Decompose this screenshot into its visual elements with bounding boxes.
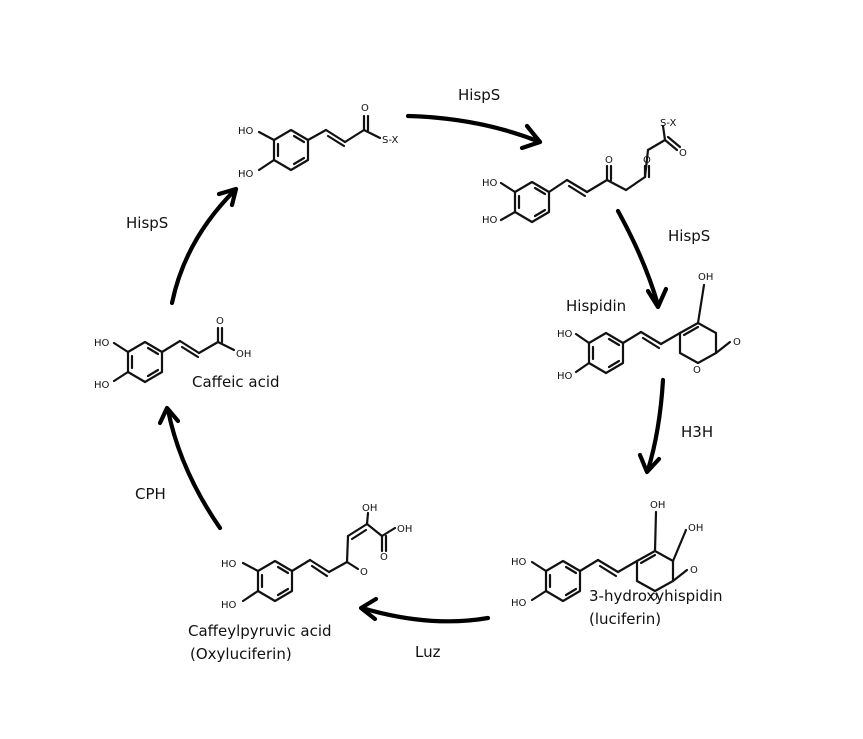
enzyme-label-left: HispS xyxy=(126,214,168,232)
atom-o: O xyxy=(693,365,701,376)
atom-ho: HO xyxy=(221,600,237,611)
atom-ho: HO xyxy=(94,380,110,391)
molecule-caffeylpyruvic-acid: HO HO OH O O OH Caffeylpyruvic acid (Oxy… xyxy=(188,503,412,663)
arrow-bottom xyxy=(359,605,491,624)
molecule-diketide-thioester: HO HO O O S-X O xyxy=(482,118,687,226)
atom-oh: OH xyxy=(698,272,713,283)
compound-label-caffeic-acid: Caffeic acid xyxy=(192,373,280,391)
atom-oh: OH xyxy=(688,523,703,534)
enzyme-label-luz: Luz xyxy=(415,643,441,661)
atom-ho: HO xyxy=(94,338,110,349)
arrowhead-right-lower xyxy=(637,452,662,475)
arrow-right-lower xyxy=(645,377,666,473)
atom-o: O xyxy=(733,337,741,348)
atom-ho: HO xyxy=(221,559,237,570)
molecule-caffeoyl-thioester: HO HO O S-X xyxy=(238,103,398,180)
atom-oh: OH xyxy=(397,524,412,535)
atom-o: O xyxy=(380,552,388,563)
atom-s-x: S-X xyxy=(660,118,676,129)
enzyme-label-h3h: H3H xyxy=(681,423,713,441)
atom-o: O xyxy=(690,565,698,576)
atom-ho: HO xyxy=(482,178,498,189)
compound-label-3-hydroxyhispidin: 3-hydroxyhispidin xyxy=(589,587,723,605)
atom-ho: HO xyxy=(511,557,527,568)
atom-ho: HO xyxy=(511,598,527,609)
molecule-3-hydroxyhispidin: HO HO OH OH O O 3-hydroxyhispidin (lucif… xyxy=(511,500,723,628)
arrow-right-upper xyxy=(615,208,661,308)
arrowhead-top xyxy=(519,123,543,151)
compound-label-hispidin: Hispidin xyxy=(566,297,626,315)
atom-o: O xyxy=(361,103,369,114)
compound-label-oxyluciferin: (Oxyluciferin) xyxy=(190,645,292,663)
molecule-hispidin: HO HO OH O O Hispidin xyxy=(557,272,741,382)
atom-ho: HO xyxy=(482,215,498,226)
atom-ho: HO xyxy=(557,329,573,340)
enzyme-label-cph: CPH xyxy=(135,485,166,503)
arrow-top xyxy=(405,113,543,145)
atom-o: O xyxy=(605,155,613,166)
molecule-caffeic-acid: HO HO O OH Caffeic acid xyxy=(94,316,280,391)
atom-ho: HO xyxy=(238,169,254,180)
atom-ho: HO xyxy=(557,371,573,382)
atom-ho: HO xyxy=(238,126,254,137)
atom-o: O xyxy=(360,567,368,578)
atom-o: O xyxy=(216,316,224,327)
enzyme-label-right: HispS xyxy=(668,227,710,245)
arrowhead-right-upper xyxy=(645,286,669,310)
cycle-arrows xyxy=(157,113,669,624)
atom-o: O xyxy=(643,155,651,166)
enzyme-labels: HispS HispS HispS H3H Luz CPH xyxy=(126,86,713,661)
compound-label-caffeylpyruvic-acid: Caffeylpyruvic acid xyxy=(188,622,332,640)
atom-o: O xyxy=(679,148,687,159)
arrow-left-upper xyxy=(169,187,238,306)
arrow-left-lower xyxy=(165,407,223,531)
enzyme-label-top: HispS xyxy=(458,86,500,104)
atom-oh: OH xyxy=(362,503,377,514)
compound-label-luciferin: (luciferin) xyxy=(589,610,661,628)
arrowhead-left-upper xyxy=(216,186,239,208)
atom-oh: OH xyxy=(650,500,665,511)
arrowhead-bottom xyxy=(358,596,379,622)
atom-s-x: S-X xyxy=(382,135,398,146)
atom-oh: OH xyxy=(236,349,251,360)
atom-o: O xyxy=(650,592,658,603)
arrowhead-left-lower xyxy=(157,405,181,426)
